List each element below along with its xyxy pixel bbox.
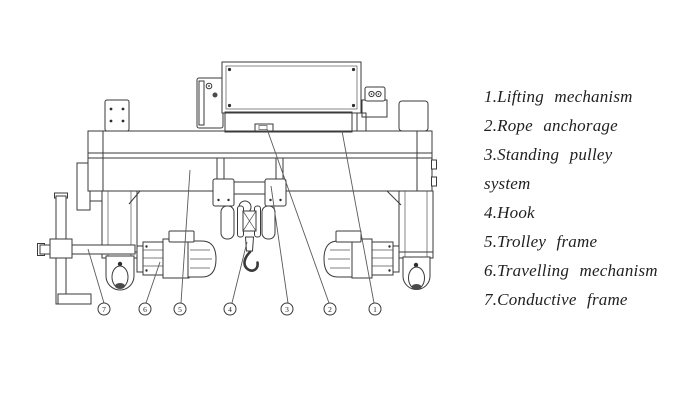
svg-text:5: 5 xyxy=(178,305,182,314)
legend-item-conductive-frame: 7.Conductive frame xyxy=(484,290,628,309)
svg-text:2: 2 xyxy=(328,305,332,314)
legend-item-trolley-frame: 5.Trolley frame xyxy=(484,232,598,251)
left-end-post xyxy=(104,99,130,132)
crane-trolley-diagram: 7 6 5 4 3 2 1 xyxy=(37,61,437,316)
rope-drum xyxy=(224,111,353,133)
conductive-clamp xyxy=(49,238,73,259)
trolley-frame-beam xyxy=(76,99,437,211)
legend-item-lifting-mechanism: 1.Lifting mechanism xyxy=(484,87,633,106)
right-travel-gearbox xyxy=(371,241,394,276)
right-travelling-mechanism xyxy=(323,230,400,279)
callout-7: 7 xyxy=(97,302,111,316)
right-end-carriage xyxy=(386,190,434,290)
legend-item-travelling-mechanism: 6.Travelling mechanism xyxy=(484,261,658,280)
conductive-arm xyxy=(39,244,136,255)
svg-text:1: 1 xyxy=(373,305,377,314)
left-travelling-mechanism xyxy=(136,230,217,279)
leader-lines xyxy=(87,128,375,304)
right-motor-terminal-box xyxy=(335,230,362,243)
beam-end-tab xyxy=(431,159,437,170)
rope-anchorage-clamp xyxy=(254,123,274,132)
right-motor-fins xyxy=(351,238,373,279)
pulley-sheave-right xyxy=(261,205,276,240)
hoist-housing xyxy=(221,61,362,114)
callout-2: 2 xyxy=(323,302,337,316)
callout-4: 4 xyxy=(223,302,237,316)
standing-pulley-system xyxy=(212,157,287,240)
callout-6: 6 xyxy=(138,302,152,316)
hook-curve xyxy=(243,250,259,272)
left-end-carriage xyxy=(101,190,141,291)
hoist-right-motor xyxy=(356,86,388,132)
beam-body xyxy=(87,130,433,192)
hoist-left-gearbox xyxy=(196,77,224,129)
svg-text:4: 4 xyxy=(228,305,232,314)
legend-panel: 1.Lifting mechanism 2.Rope anchorage 3.S… xyxy=(484,82,686,314)
legend-item-rope-anchorage: 2.Rope anchorage xyxy=(484,116,618,135)
beam-end-tab xyxy=(431,176,437,187)
left-travel-gearbox xyxy=(142,241,164,276)
legend-item-hook: 4.Hook xyxy=(484,203,535,222)
hook-crosshead xyxy=(242,210,257,232)
conductive-foot xyxy=(57,293,92,305)
conductive-frame xyxy=(37,192,136,305)
callout-balloons: 7 6 5 4 3 2 1 xyxy=(97,302,382,316)
svg-text:6: 6 xyxy=(143,305,147,314)
pulley-sheave-left xyxy=(220,205,235,240)
hook xyxy=(243,236,259,272)
svg-text:3: 3 xyxy=(285,305,289,314)
right-end-post xyxy=(398,100,429,132)
lifting-mechanism xyxy=(196,61,388,133)
left-motor-terminal-box xyxy=(168,230,195,243)
callout-3: 3 xyxy=(280,302,294,316)
svg-text:7: 7 xyxy=(102,305,106,314)
legend-item-standing-pulley: 3.Standing pulley system xyxy=(484,145,613,193)
callout-1: 1 xyxy=(368,302,382,316)
callout-5: 5 xyxy=(173,302,187,316)
